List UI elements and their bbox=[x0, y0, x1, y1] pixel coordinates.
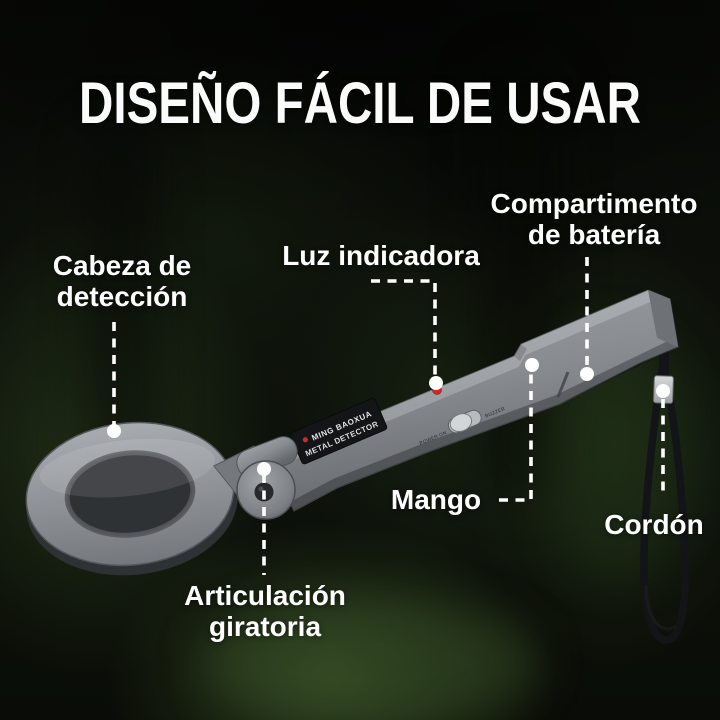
strap-loop-sheen bbox=[644, 584, 677, 631]
callout-dot-battery-compartment bbox=[580, 367, 594, 381]
callout-label-strap: Cordón bbox=[604, 509, 704, 540]
battery-step bbox=[514, 344, 527, 361]
joint-screw-glint bbox=[258, 486, 264, 492]
switch-knob bbox=[449, 413, 473, 433]
callout-label-detection-head: Cabeza de detección bbox=[52, 250, 192, 313]
callout-lines bbox=[112, 257, 665, 575]
brand-label: MING BAOXUA METAL DETECTOR bbox=[290, 397, 388, 465]
callout-line-handle bbox=[499, 370, 533, 502]
strap-loop bbox=[640, 366, 689, 644]
handle-end-cap bbox=[648, 290, 678, 347]
callout-dot-handle bbox=[525, 358, 539, 372]
foliage-highlight bbox=[200, 598, 540, 720]
brand-red-dot-icon bbox=[302, 437, 308, 443]
callout-label-rotating-joint: Articulación giratoria bbox=[184, 580, 346, 643]
handle-body: MING BAOXUA METAL DETECTOR POWER ON BUZZ… bbox=[279, 289, 679, 512]
callout-line-indicator-light bbox=[371, 279, 437, 376]
rotating-joint bbox=[236, 436, 298, 520]
callout-dot-indicator-light bbox=[429, 376, 443, 390]
page-title: DISEÑO FÁCIL DE USAR bbox=[79, 71, 641, 136]
ring-top-highlight bbox=[39, 438, 215, 498]
callout-dot-strap bbox=[656, 384, 670, 398]
callout-dot-detection-head bbox=[107, 424, 121, 438]
callout-label-indicator-light: Luz indicadora bbox=[282, 240, 480, 271]
ring-inner-bevel bbox=[64, 450, 196, 538]
detection-head bbox=[25, 421, 238, 576]
handle-silhouette bbox=[279, 289, 679, 512]
battery-door-seam bbox=[556, 371, 570, 398]
callout-dots bbox=[107, 358, 670, 476]
callout-label-handle: Mango bbox=[390, 484, 482, 515]
handle-bottom-shade bbox=[290, 338, 678, 511]
callout-dot-rotating-joint bbox=[257, 462, 271, 476]
callout-label-battery-compartment: Compartimento de batería bbox=[490, 188, 698, 251]
